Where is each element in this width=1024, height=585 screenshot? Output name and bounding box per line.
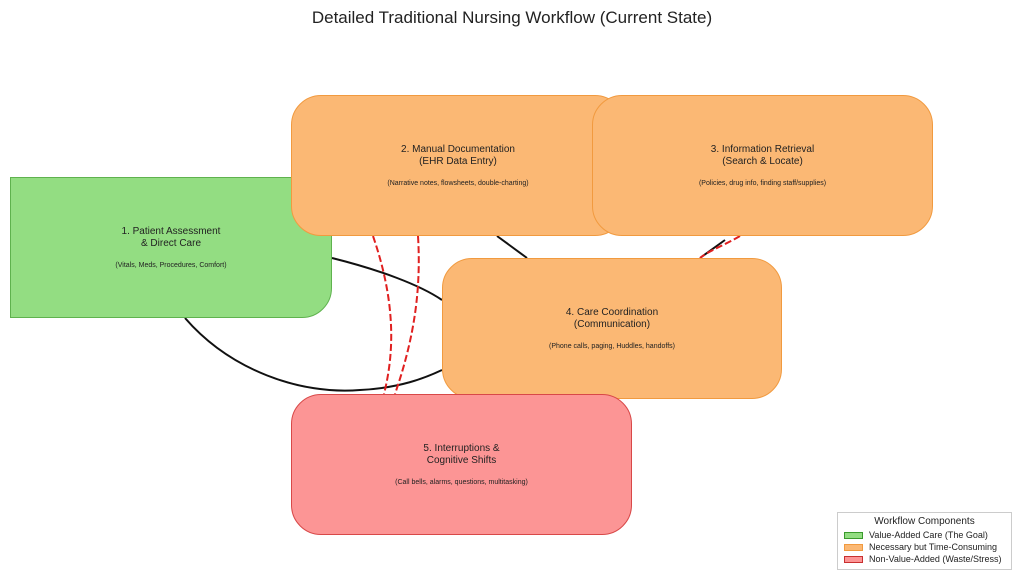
legend-item-value-added: Value-Added Care (The Goal) [844, 529, 1005, 541]
node-subtitle: (Policies, drug info, finding staff/supp… [698, 180, 827, 187]
diagram-title: Detailed Traditional Nursing Workflow (C… [311, 8, 713, 27]
legend-item-necessary: Necessary but Time-Consuming [844, 541, 1005, 553]
node-title: 1. Patient Assessment & Direct Care [121, 226, 221, 249]
node-manual-documentation: 2. Manual Documentation (EHR Data Entry)… [291, 95, 625, 236]
node-title: 3. Information Retrieval (Search & Locat… [710, 144, 815, 167]
node-subtitle: (Vitals, Meds, Procedures, Comfort) [115, 262, 227, 269]
legend-label: Value-Added Care (The Goal) [869, 530, 988, 540]
flow-2-to-4 [496, 235, 528, 259]
node-title: 2. Manual Documentation (EHR Data Entry) [401, 144, 515, 167]
node-interruptions: 5. Interruptions & Cognitive Shifts (Cal… [291, 394, 632, 535]
flow-1-to-4-return [184, 317, 443, 392]
node-subtitle: (Call bells, alarms, questions, multitas… [395, 479, 528, 486]
legend-swatch-red [844, 555, 863, 563]
node-subtitle: (Narrative notes, flowsheets, double-cha… [387, 180, 529, 187]
legend: Workflow Components Value-Added Care (Th… [837, 512, 1012, 570]
interruption-5-to-2-a [372, 235, 393, 395]
node-title: 4. Care Coordination (Communication) [565, 307, 659, 330]
node-subtitle: (Phone calls, paging, Huddles, handoffs) [549, 343, 675, 350]
node-care-coordination: 4. Care Coordination (Communication) (Ph… [442, 258, 782, 399]
interruption-5-to-2-b [394, 235, 420, 395]
node-information-retrieval: 3. Information Retrieval (Search & Locat… [592, 95, 933, 236]
legend-label: Non-Value-Added (Waste/Stress) [869, 554, 1002, 564]
legend-label: Necessary but Time-Consuming [869, 542, 998, 552]
legend-item-non-value-added: Non-Value-Added (Waste/Stress) [844, 553, 1005, 565]
node-patient-assessment: 1. Patient Assessment & Direct Care (Vit… [10, 177, 332, 318]
interruption-3-to-4 [699, 235, 741, 259]
node-title: 5. Interruptions & Cognitive Shifts [423, 443, 500, 466]
flow-1-to-4 [331, 257, 443, 301]
legend-swatch-green [844, 531, 863, 539]
legend-swatch-orange [844, 543, 863, 551]
legend-title: Workflow Components [874, 516, 975, 527]
